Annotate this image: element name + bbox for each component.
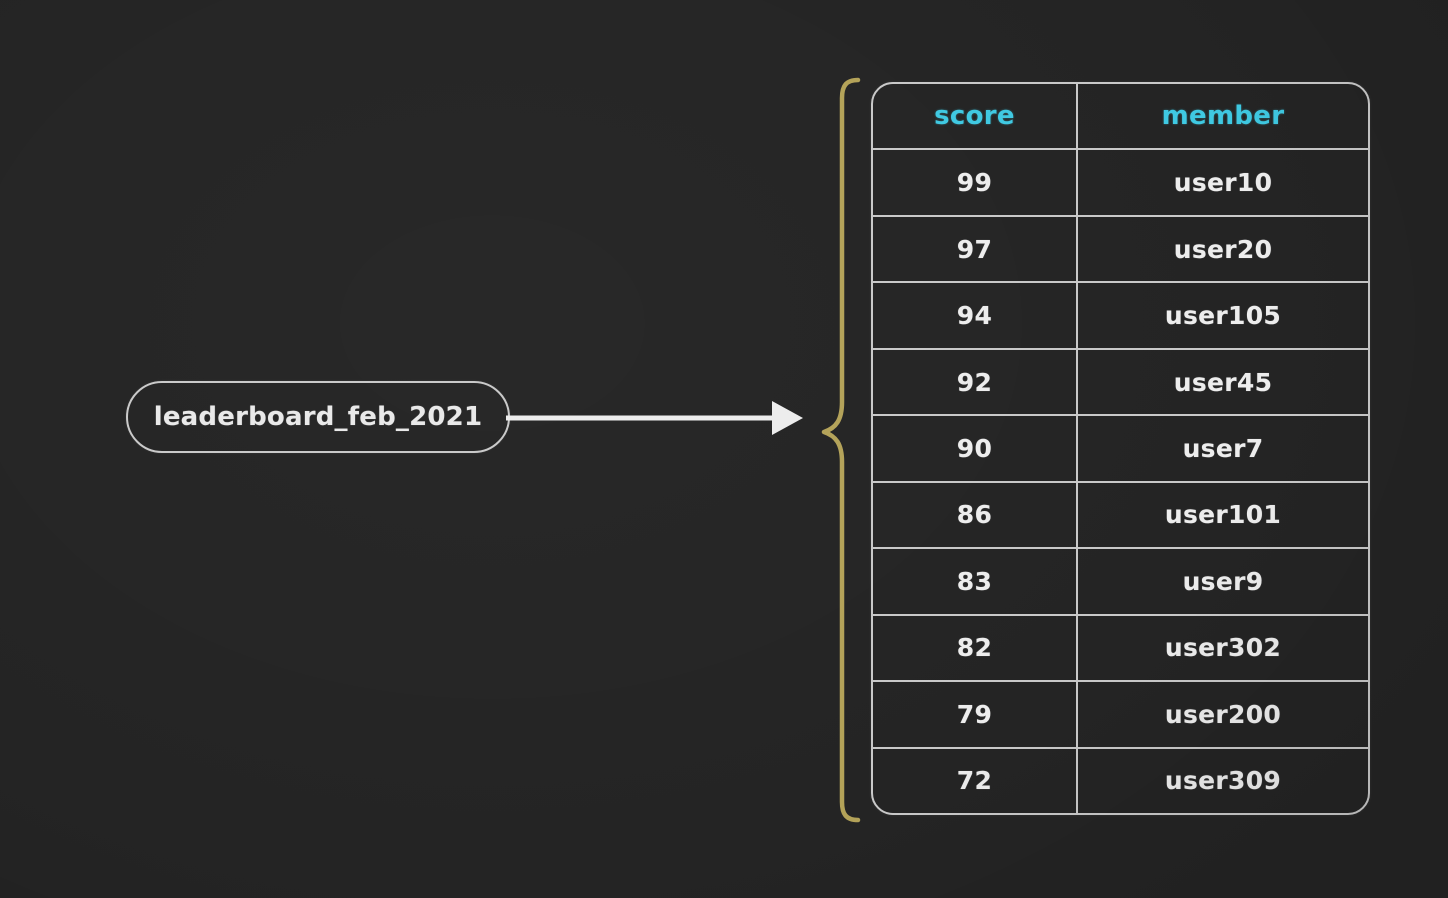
cell-score: 72 [873,748,1078,813]
table-row[interactable]: 90 user7 [873,416,1368,483]
cell-member-value: user45 [1173,367,1273,397]
table-row[interactable]: 79 user200 [873,682,1368,749]
cell-score-value: 72 [956,766,993,796]
cell-member-value: user9 [1182,566,1264,596]
cell-member-value: user309 [1164,766,1282,796]
cell-member-value: user10 [1173,168,1273,198]
cell-score-value: 97 [956,234,993,264]
table-row[interactable]: 86 user101 [873,482,1368,550]
cell-member-value: user7 [1182,433,1264,463]
cell-score-value: 94 [956,301,993,331]
cell-score: 97 [873,216,1078,282]
cell-score: 92 [873,349,1078,415]
cell-member-value: user101 [1164,500,1282,530]
cell-member: user10 [1078,150,1368,214]
sorted-set-table: score member 99 user10 97 user20 94 [871,82,1370,815]
column-header-score-label: score [934,101,1015,132]
cell-member-value: user302 [1164,633,1282,663]
column-header-member-label: member [1161,101,1285,132]
cell-score-value: 82 [956,633,993,663]
table-row[interactable]: 72 user309 [873,748,1368,813]
key-node-leaderboard[interactable]: leaderboard_feb_2021 [126,381,510,453]
table-row[interactable]: 94 user105 [873,283,1368,350]
cell-member-value: user200 [1164,699,1282,729]
cell-score-value: 79 [956,699,993,729]
cell-score-value: 86 [956,500,993,530]
table-row[interactable]: 92 user45 [873,349,1368,417]
cell-score-value: 99 [956,168,993,198]
cell-score: 79 [873,682,1078,747]
cell-member: user20 [1078,217,1368,281]
cell-member-value: user105 [1164,301,1282,331]
table-row[interactable]: 82 user302 [873,615,1368,683]
column-header-member: member [1078,84,1368,148]
cell-score: 82 [873,615,1078,681]
cell-score-value: 90 [956,433,993,463]
table-row[interactable]: 97 user20 [873,216,1368,284]
cell-member: user45 [1078,350,1368,414]
key-node-label: leaderboard_feb_2021 [153,402,483,432]
cell-score: 90 [873,416,1078,481]
cell-member: user101 [1078,483,1368,547]
cell-score-value: 92 [956,367,993,397]
cell-member: user7 [1078,416,1368,480]
curly-brace-icon [821,77,861,823]
cell-member: user309 [1078,749,1368,813]
cell-member: user105 [1078,283,1368,347]
cell-member: user200 [1078,682,1368,746]
cell-score: 86 [873,482,1078,548]
cell-score: 99 [873,150,1078,215]
right-arrow-icon [506,401,803,435]
cell-score: 83 [873,549,1078,614]
cell-score-value: 83 [956,566,993,596]
cell-member: user302 [1078,616,1368,680]
table-row[interactable]: 99 user10 [873,150,1368,217]
table-header-row: score member [873,84,1368,151]
table-row[interactable]: 83 user9 [873,549,1368,616]
cell-member: user9 [1078,549,1368,613]
cell-score: 94 [873,283,1078,348]
cell-member-value: user20 [1173,234,1273,264]
column-header-score: score [873,84,1078,149]
